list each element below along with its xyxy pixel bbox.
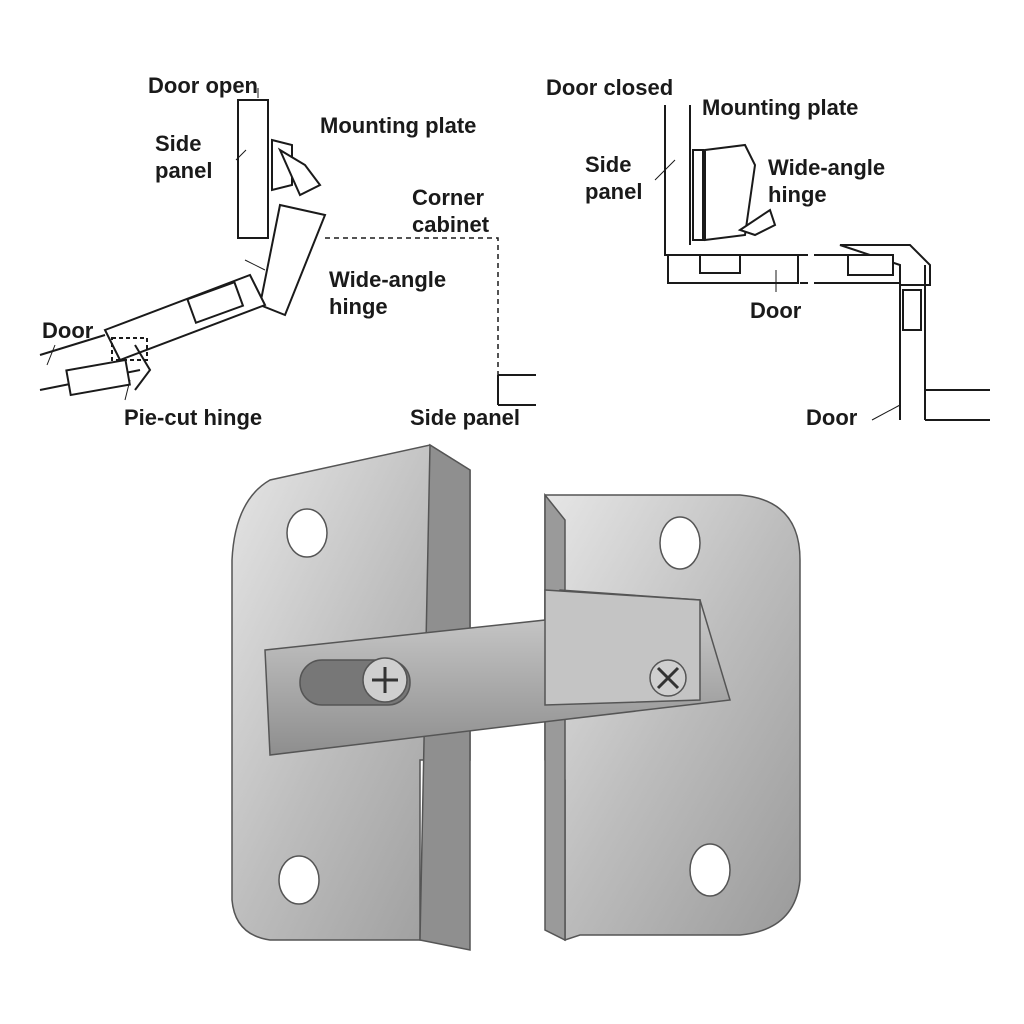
label-door-open: Door open	[148, 73, 258, 98]
hinge-photo	[231, 443, 801, 951]
label-door-right-top: Door	[750, 298, 802, 323]
label-wide-angle-hinge-right-line1: Wide-angle	[768, 155, 886, 180]
label-pie-cut-hinge: Pie-cut hinge	[124, 405, 263, 430]
label-side-panel-right-line1: Side	[585, 152, 632, 177]
label-corner-cabinet-line1: Corner	[412, 185, 485, 210]
label-door-right-bottom: Door	[806, 405, 858, 430]
label-door-closed: Door closed	[546, 75, 674, 100]
label-door: Door	[42, 318, 94, 343]
label-side-panel-right-line2: panel	[585, 179, 643, 204]
right-drawing	[654, 105, 990, 421]
label-mounting-plate: Mounting plate	[320, 113, 477, 138]
label-wide-angle-hinge-line1: Wide-angle	[329, 267, 447, 292]
label-corner-cabinet-line2: cabinet	[412, 212, 490, 237]
label-side-panel-line1: Side	[155, 131, 202, 156]
label-side-panel-bottom: Side panel	[410, 405, 521, 430]
label-mounting-plate-right: Mounting plate	[702, 95, 859, 120]
left-drawing	[39, 88, 536, 406]
label-wide-angle-hinge-right-line2: hinge	[768, 182, 827, 207]
label-wide-angle-hinge-line2: hinge	[329, 294, 388, 319]
label-side-panel-line2: panel	[155, 158, 213, 183]
